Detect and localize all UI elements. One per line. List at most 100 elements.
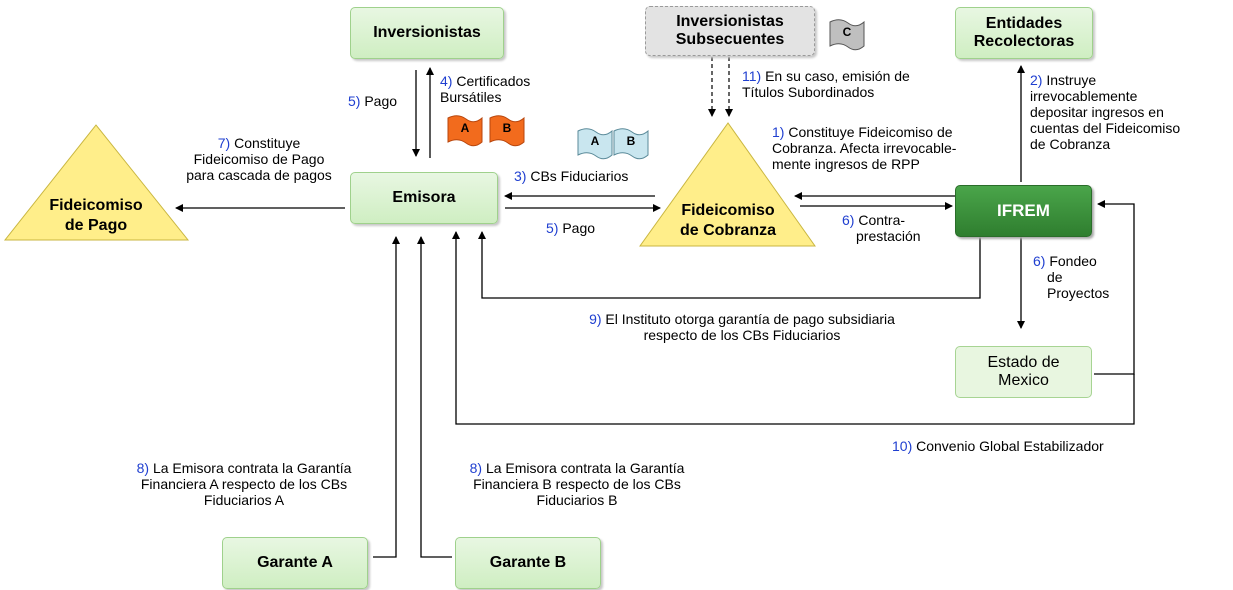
- subsecuentes-line-2: Subsecuentes: [675, 31, 785, 48]
- label-1-line-2: Cobranza. Afecta irrevocable-: [772, 140, 957, 156]
- emisora-node[interactable]: Emisora: [350, 172, 498, 224]
- inversionistas-subsecuentes-node[interactable]: Inversionistas Subsecuentes: [645, 6, 815, 56]
- label-5-mid-number: 5): [546, 220, 559, 236]
- flag-c-letter: C: [842, 25, 852, 39]
- arrow-convenio-global: [452, 231, 1135, 425]
- label-8a-line-1: La Emisora contrata la Garantía: [152, 460, 352, 476]
- label-6-fondeo-line-3: Proyectos: [1047, 285, 1110, 301]
- label-4-line-1: Certificados: [456, 73, 531, 89]
- label-9-line-2: respecto de los CBs Fiduciarios: [643, 327, 841, 343]
- label-8b-line-1: La Emisora contrata la Garantía: [485, 460, 685, 476]
- fideicomiso-de-pago-label: Fideicomiso de Pago: [36, 196, 156, 236]
- label-5-mid-text: Pago: [562, 220, 596, 236]
- garante-a-node[interactable]: Garante A: [222, 537, 368, 589]
- label-10-number: 10): [892, 438, 913, 454]
- flag-a-blue-letter: A: [590, 134, 600, 148]
- label-9-number: 9): [589, 311, 602, 327]
- label-5-text: Pago: [364, 93, 398, 109]
- label-4-line-2: Bursátiles: [440, 89, 502, 105]
- flag-b-letter: B: [502, 121, 512, 135]
- ifrem-label: IFREM: [997, 201, 1050, 220]
- label-6-fondeo: 6) Fondeo de Proyectos: [1033, 253, 1109, 301]
- flag-b-blue-shape: [613, 128, 649, 160]
- label-8a-line-3: Fiduciarios A: [203, 492, 285, 508]
- label-7-number: 7): [217, 135, 231, 151]
- label-6-fondeo-line-2: de: [1047, 269, 1063, 285]
- label-8a-number: 8): [136, 460, 150, 476]
- label-6-fondeo-line-1: Fondeo: [1049, 253, 1097, 269]
- label-5-number: 5): [348, 93, 361, 109]
- label-6-contraprestacion: 6) Contra- prestación: [842, 212, 921, 244]
- ifrem-node[interactable]: IFREM: [955, 185, 1092, 237]
- arrow-garante-a: [373, 236, 400, 558]
- flag-b-blue: B: [619, 132, 643, 154]
- flag-a-blue-shape: [577, 128, 613, 160]
- estado-line-2: Mexico: [998, 372, 1049, 389]
- label-11-line-1: En su caso, emisión de: [765, 68, 910, 84]
- flag-a-letter: A: [460, 121, 470, 135]
- label-2-number: 2): [1030, 72, 1043, 88]
- flag-a-orange: A: [453, 119, 477, 141]
- label-6-fondeo-number: 6): [1033, 253, 1046, 269]
- label-9-line-1: El Instituto otorga garantía de pago sub…: [605, 311, 895, 327]
- label-2-instruye: 2) Instruye irrevocablemente depositar i…: [1030, 72, 1180, 152]
- label-7-line-2: Fideicomiso de Pago: [193, 151, 325, 167]
- fideicomiso-de-pago-triangle[interactable]: [3, 124, 190, 241]
- label-7-line-1: Constituye: [234, 135, 301, 151]
- emisora-label: Emisora: [392, 189, 456, 206]
- entidades-recolectoras-node[interactable]: Entidades Recolectoras: [955, 7, 1093, 59]
- garante-b-label: Garante B: [489, 554, 567, 571]
- label-11-line-2: Títulos Subordinados: [742, 84, 875, 100]
- garante-b-node[interactable]: Garante B: [455, 537, 601, 589]
- label-2-line-5: de Cobranza: [1030, 136, 1111, 152]
- label-4-certificados: 4) Certificados Bursátiles: [440, 73, 530, 105]
- fideicomiso-de-cobranza-triangle[interactable]: [639, 122, 816, 247]
- flag-c-gray-shape: [829, 19, 865, 51]
- garante-a-label: Garante A: [257, 554, 333, 571]
- label-1-number: 1): [772, 124, 785, 140]
- arrow-garantia-subsidiaria: [478, 231, 981, 299]
- label-8-garante-b: 8) La Emisora contrata la Garantía Finan…: [427, 460, 727, 508]
- entidades-line-2: Recolectoras: [973, 33, 1075, 50]
- entidades-line-1: Entidades: [985, 15, 1063, 32]
- fideicomiso-cobranza-line-1: Fideicomiso: [681, 202, 775, 219]
- label-7-line-3: para cascada de pagos: [186, 167, 332, 183]
- label-2-line-3: depositar ingresos en: [1030, 104, 1164, 120]
- label-2-line-4: cuentas del Fideicomiso: [1030, 120, 1181, 136]
- flag-c-gray: C: [835, 23, 859, 45]
- label-6-contra-line-2: prestación: [856, 228, 921, 244]
- flag-a-orange-shape: [447, 115, 483, 147]
- inversionistas-node[interactable]: Inversionistas: [350, 7, 504, 59]
- label-1-line-1: Constituye Fideicomiso de: [788, 124, 953, 140]
- label-2-line-2: irrevocablemente: [1030, 88, 1138, 104]
- estado-line-1: Estado de: [987, 354, 1060, 371]
- subsecuentes-line-1: Inversionistas: [676, 13, 784, 30]
- flag-b-blue-letter: B: [626, 134, 636, 148]
- label-5-pago-cobranza: 5) Pago: [546, 220, 595, 236]
- fideicomiso-pago-line-1: Fideicomiso: [49, 197, 143, 214]
- label-11-emision: 11) En su caso, emisión de Títulos Subor…: [742, 68, 910, 100]
- fideicomiso-pago-line-2: de Pago: [64, 217, 128, 234]
- label-8-garante-a: 8) La Emisora contrata la Garantía Finan…: [98, 460, 390, 508]
- label-1-line-3: mente ingresos de RPP: [772, 156, 920, 172]
- fideicomiso-de-cobranza-label: Fideicomiso de Cobranza: [668, 201, 788, 241]
- label-1-constituye-cobranza: 1) Constituye Fideicomiso de Cobranza. A…: [772, 124, 956, 172]
- fideicomiso-cobranza-line-2: de Cobranza: [679, 222, 776, 239]
- label-3-cbs-fiduciarios: 3) CBs Fiduciarios: [514, 168, 628, 184]
- label-8b-line-3: Fiduciarios B: [536, 492, 618, 508]
- label-2-line-1: Instruye: [1046, 72, 1097, 88]
- arrow-estado-ifrem: [1094, 200, 1135, 375]
- estado-de-mexico-node[interactable]: Estado de Mexico: [955, 346, 1092, 398]
- label-8b-line-2: Financiera B respecto de los CBs: [473, 476, 681, 492]
- label-11-number: 11): [742, 68, 762, 84]
- label-8a-line-2: Financiera A respecto de los CBs: [140, 476, 348, 492]
- label-6-contra-number: 6): [842, 212, 855, 228]
- label-10-text: Convenio Global Estabilizador: [916, 438, 1104, 454]
- label-9-garantia: 9) El Instituto otorga garantía de pago …: [530, 311, 954, 343]
- label-6-contra-line-1: Contra-: [858, 212, 906, 228]
- arrow-garante-b: [417, 236, 452, 558]
- flag-a-blue: A: [583, 132, 607, 154]
- label-3-number: 3): [514, 168, 527, 184]
